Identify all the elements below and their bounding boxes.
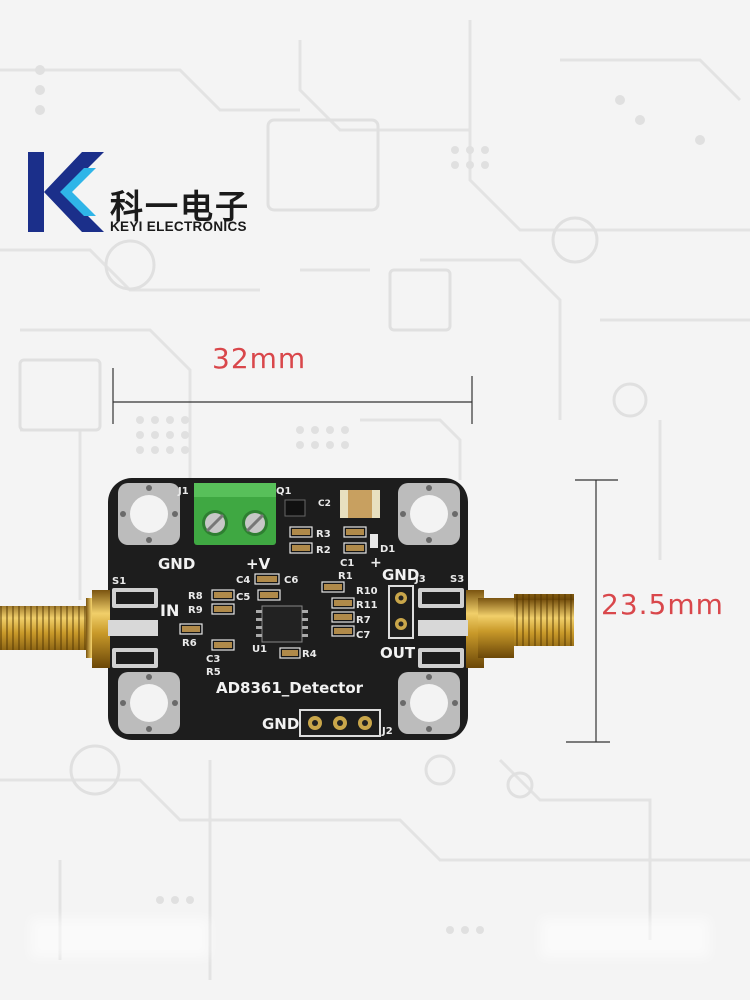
label-u1: U1 <box>252 644 267 655</box>
label-out: OUT <box>380 644 416 662</box>
label-s3: S3 <box>450 574 464 585</box>
label-r6: R6 <box>182 638 197 649</box>
width-dimension-label: 32mm <box>212 342 307 375</box>
label-c6: C6 <box>284 575 298 586</box>
label-r2: R2 <box>316 545 331 556</box>
label-in: IN <box>160 601 179 620</box>
label-gnd-right: GND <box>382 566 419 584</box>
label-r1: R1 <box>338 571 353 582</box>
brand-name-en: KEYI ELECTRONICS <box>110 219 247 234</box>
label-c1: C1 <box>340 558 354 569</box>
ic-u1 <box>256 605 308 643</box>
power-terminal-block <box>194 483 276 545</box>
label-r9: R9 <box>188 605 203 616</box>
label-r4: R4 <box>302 649 317 660</box>
label-gnd-bottom: GND <box>262 715 299 733</box>
bottom-faded-area-right <box>540 918 710 958</box>
label-c7: C7 <box>356 630 370 641</box>
label-s1: S1 <box>112 576 126 587</box>
label-r11: R11 <box>356 600 378 611</box>
keyi-logo-icon <box>28 152 104 232</box>
label-c2: C2 <box>318 499 331 509</box>
height-dimension-label: 23.5mm <box>601 588 724 621</box>
board-title: AD8361_Detector <box>216 679 364 697</box>
label-j3: J3 <box>414 574 426 585</box>
height-dimension-line <box>566 479 618 743</box>
label-j2: J2 <box>381 726 393 737</box>
sma-input-connector <box>0 590 110 668</box>
brand-name-cn: 科一电子 <box>110 187 250 226</box>
label-d1: D1 <box>380 544 395 555</box>
bottom-faded-area-left <box>30 918 210 958</box>
capacitor-c1 <box>340 490 380 518</box>
label-r7: R7 <box>356 615 371 626</box>
led-d1 <box>370 534 378 548</box>
header-j3 <box>388 585 414 639</box>
sma-output-connector <box>466 590 574 668</box>
label-c5: C5 <box>236 592 250 603</box>
label-q1: Q1 <box>276 486 292 497</box>
label-r5: R5 <box>206 667 221 678</box>
label-gnd-left: GND <box>158 555 195 573</box>
transistor-q1 <box>284 499 306 517</box>
label-plus-v: +V <box>246 555 271 573</box>
label-c3: C3 <box>206 654 220 665</box>
label-j1: J1 <box>177 486 189 497</box>
label-r10: R10 <box>356 586 378 597</box>
label-r3: R3 <box>316 529 331 540</box>
width-dimension-line <box>112 368 473 424</box>
label-r8: R8 <box>188 591 203 602</box>
header-j2 <box>299 709 381 737</box>
label-plus: + <box>370 555 382 571</box>
label-c4: C4 <box>236 575 250 586</box>
